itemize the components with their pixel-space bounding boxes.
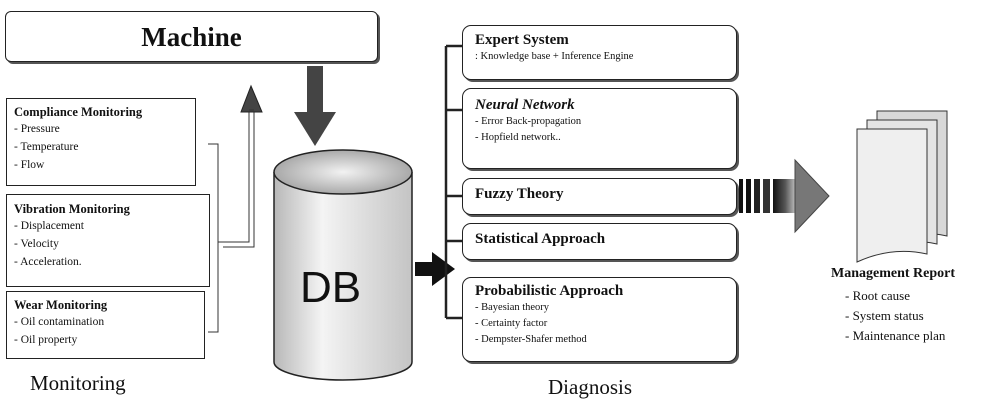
group-item: - Displacement [14, 220, 84, 232]
group-item: - Temperature [14, 141, 79, 153]
group-item: - Oil property [14, 334, 78, 346]
monitoring-caption: Monitoring [30, 371, 126, 395]
machine-to-db-arrow [294, 66, 336, 146]
group-item: - Pressure [14, 123, 60, 135]
group-item: - Acceleration. [14, 256, 82, 268]
group-title: Wear Monitoring [14, 298, 108, 312]
report-items: - Root cause - System status - Maintenan… [845, 286, 945, 346]
method-item: - Hopfield network.. [475, 132, 561, 143]
method-statistical-approach: Statistical Approach [462, 223, 737, 260]
method-item: - Bayesian theory [475, 302, 550, 313]
method-fuzzy-theory: Fuzzy Theory [462, 178, 737, 215]
method-title: Statistical Approach [475, 231, 606, 247]
report-item: - Root cause [845, 288, 910, 303]
group-item: - Flow [14, 159, 45, 171]
method-title: Expert System [475, 32, 569, 48]
method-title: Probabilistic Approach [475, 283, 624, 299]
group-title: Vibration Monitoring [14, 202, 130, 216]
diagnosis-to-report-arrow [739, 158, 830, 234]
method-title: Fuzzy Theory [475, 186, 564, 202]
method-item: - Certainty factor [475, 318, 548, 329]
database-cylinder [273, 149, 413, 381]
method-neural-network: Neural Network - Error Back-propagation … [462, 88, 737, 169]
report-title: Management Report [831, 266, 956, 281]
diagnosis-bracket [444, 44, 462, 320]
report-item: - Maintenance plan [845, 328, 946, 343]
diagnosis-caption: Diagnosis [548, 375, 632, 399]
machine-title: Machine [141, 22, 242, 52]
group-item: - Velocity [14, 238, 59, 250]
method-probabilistic-approach: Probabilistic Approach - Bayesian theory… [462, 277, 737, 362]
method-item: - Dempster-Shafer method [475, 334, 587, 345]
report-item: - System status [845, 308, 924, 323]
method-item: - Error Back-propagation [475, 116, 582, 127]
group-item: - Oil contamination [14, 316, 105, 328]
group-title: Compliance Monitoring [14, 105, 143, 119]
wear-monitoring-box: Wear Monitoring - Oil contamination - Oi… [6, 291, 205, 359]
method-title: Neural Network [475, 97, 575, 113]
monitoring-up-arrow [208, 84, 263, 333]
method-expert-system: Expert System : Knowledge base + Inferen… [462, 25, 737, 80]
vibration-monitoring-box: Vibration Monitoring - Displacement - Ve… [6, 194, 210, 287]
report-document-stack [856, 110, 948, 263]
db-to-diagnosis-arrow [415, 252, 455, 286]
method-item: : Knowledge base + Inference Engine [475, 51, 634, 62]
machine-box: Machine [5, 11, 378, 62]
database-label: DB [300, 263, 362, 312]
compliance-monitoring-box: Compliance Monitoring - Pressure - Tempe… [6, 98, 196, 186]
